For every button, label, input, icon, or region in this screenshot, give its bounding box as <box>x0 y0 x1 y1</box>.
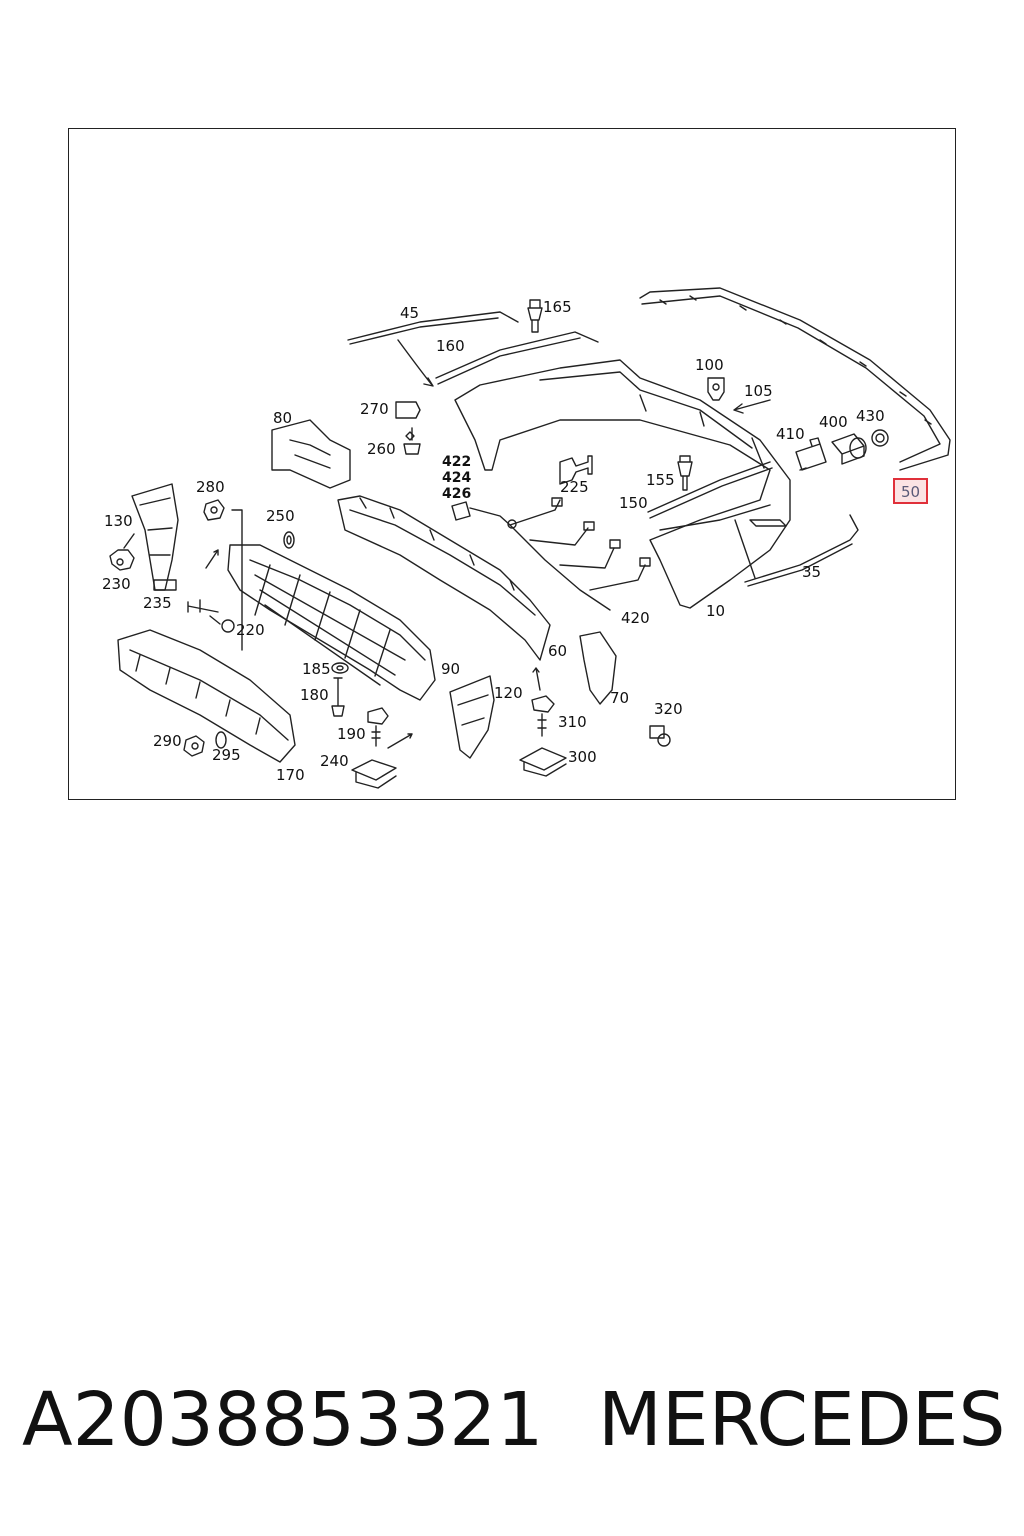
callout-235[interactable]: 235 <box>143 594 172 612</box>
part-70-bracket[interactable] <box>579 631 617 705</box>
leader-arrows <box>123 509 541 749</box>
part-280-nut[interactable] <box>203 499 225 521</box>
callout-270[interactable]: 270 <box>360 400 389 418</box>
callout-320[interactable]: 320 <box>654 700 683 718</box>
callout-90[interactable]: 90 <box>441 660 461 678</box>
part-290-nut[interactable] <box>183 735 205 757</box>
callout-180[interactable]: 180 <box>300 686 329 704</box>
highlighted-callout-50[interactable]: 50 <box>893 478 928 504</box>
part-60-absorber[interactable] <box>337 495 551 661</box>
callout-424[interactable]: 424 <box>442 470 472 486</box>
callout-250[interactable]: 250 <box>266 507 295 525</box>
callout-160[interactable]: 160 <box>436 337 465 355</box>
callout-400[interactable]: 400 <box>819 413 848 431</box>
callout-45[interactable]: 45 <box>400 304 420 322</box>
callout-225[interactable]: 225 <box>560 478 589 496</box>
diagram-frame <box>68 128 956 800</box>
part-105-arrow[interactable] <box>733 399 771 414</box>
part-185-washer[interactable] <box>331 662 349 674</box>
part-225-clip[interactable] <box>559 455 593 485</box>
part-80-bracket[interactable] <box>271 419 351 489</box>
callout-120[interactable]: 120 <box>494 684 523 702</box>
callout-100[interactable]: 100 <box>695 356 724 374</box>
callout-105[interactable]: 105 <box>744 382 773 400</box>
callout-70[interactable]: 70 <box>610 689 630 707</box>
callout-130[interactable]: 130 <box>104 512 133 530</box>
callout-190[interactable]: 190 <box>337 725 366 743</box>
callout-150[interactable]: 150 <box>619 494 648 512</box>
part-400-sensor[interactable] <box>831 433 867 465</box>
callout-185[interactable]: 185 <box>302 660 331 678</box>
part-90-bumper-support[interactable] <box>227 544 436 701</box>
part-155-clip[interactable] <box>677 455 693 491</box>
callout-155[interactable]: 155 <box>646 471 675 489</box>
callout-10[interactable]: 10 <box>706 602 726 620</box>
part-310-screw[interactable] <box>531 695 555 737</box>
part-100-bracket[interactable] <box>707 377 725 401</box>
part-420-wiring-harness[interactable] <box>451 497 651 611</box>
callout-290[interactable]: 290 <box>153 732 182 750</box>
callout-426[interactable]: 426 <box>442 486 472 502</box>
callout-165[interactable]: 165 <box>543 298 572 316</box>
part-240-nut-clip[interactable] <box>351 759 397 789</box>
callout-420[interactable]: 420 <box>621 609 650 627</box>
callout-280[interactable]: 280 <box>196 478 225 496</box>
callout-300[interactable]: 300 <box>568 748 597 766</box>
part-235-clip[interactable] <box>153 579 177 591</box>
part-430-ring[interactable] <box>871 429 889 447</box>
part-190-screw[interactable] <box>367 707 389 747</box>
part-165-clip[interactable] <box>527 299 543 333</box>
callout-422[interactable]: 422 <box>442 454 472 470</box>
callout-310[interactable]: 310 <box>558 713 587 731</box>
part-270-clip[interactable] <box>395 401 421 419</box>
part-number: A2038853321 <box>22 1377 544 1463</box>
part-120-bracket[interactable] <box>449 675 495 759</box>
part-10-bumper-cover[interactable] <box>454 359 791 609</box>
callout-240[interactable]: 240 <box>320 752 349 770</box>
part-300-nut-clip[interactable] <box>519 747 567 777</box>
part-45-strip[interactable] <box>347 311 519 387</box>
part-130-side-bracket[interactable] <box>131 483 179 591</box>
part-180-bolt[interactable] <box>331 677 345 717</box>
part-410-sensor-holder[interactable] <box>795 437 827 471</box>
part-250-washer[interactable] <box>283 531 295 549</box>
part-50-trim-strip[interactable] <box>639 287 951 471</box>
brand-name: MERCEDES <box>598 1377 1006 1463</box>
part-295-washer[interactable] <box>215 731 227 749</box>
part-150-strip[interactable] <box>647 437 773 519</box>
callout-410[interactable]: 410 <box>776 425 805 443</box>
callout-60[interactable]: 60 <box>548 642 568 660</box>
callout-260[interactable]: 260 <box>367 440 396 458</box>
part-160-strip[interactable] <box>435 331 599 385</box>
part-220-bolt[interactable] <box>187 599 235 633</box>
callout-430[interactable]: 430 <box>856 407 885 425</box>
callout-170[interactable]: 170 <box>276 766 305 784</box>
callout-80[interactable]: 80 <box>273 409 293 427</box>
callout-230[interactable]: 230 <box>102 575 131 593</box>
part-170-lower-absorber[interactable] <box>117 629 296 763</box>
callout-295[interactable]: 295 <box>212 746 241 764</box>
part-35-strip[interactable] <box>734 514 859 587</box>
callout-35[interactable]: 35 <box>802 563 822 581</box>
part-260-screw[interactable] <box>403 427 421 455</box>
part-320-clip[interactable] <box>649 725 671 747</box>
callout-220[interactable]: 220 <box>236 621 265 639</box>
highlighted-callout-label: 50 <box>900 483 921 501</box>
part-230-nut[interactable] <box>109 549 135 571</box>
